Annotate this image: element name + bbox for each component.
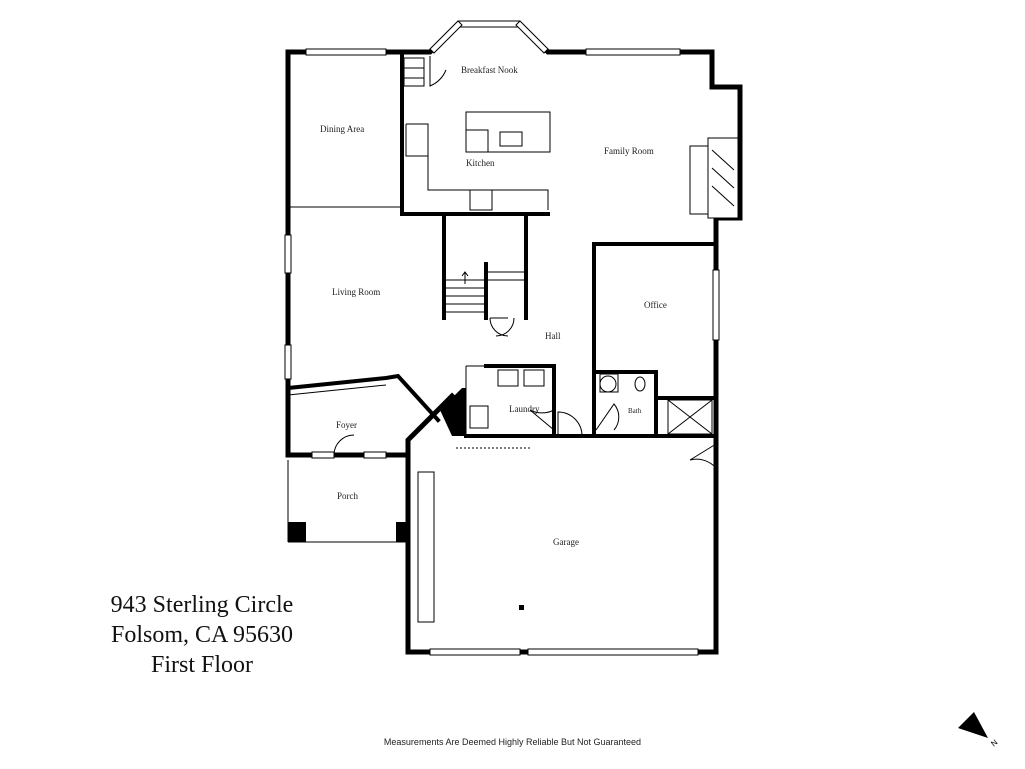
label-foyer: Foyer (336, 420, 357, 430)
bay-windows (429, 20, 549, 54)
structural-column (440, 388, 466, 436)
label-bath: Bath (628, 407, 642, 415)
label-office: Office (644, 300, 667, 310)
label-laundry: Laundry (509, 404, 540, 414)
label-living-room: Living Room (332, 287, 380, 297)
address-street: 943 Sterling Circle (110, 592, 294, 618)
fireplace (689, 137, 739, 219)
garage-dot (519, 605, 524, 610)
label-breakfast-nook: Breakfast Nook (461, 65, 518, 75)
label-hall: Hall (545, 331, 561, 341)
property-address: 943 Sterling Circle Folsom, CA 95630 Fir… (97, 590, 307, 680)
label-porch: Porch (337, 491, 358, 501)
compass-label: N (989, 738, 999, 749)
windows (284, 20, 720, 656)
floor-name: First Floor (150, 652, 254, 678)
address-city: Folsom, CA 95630 (110, 622, 294, 648)
measurement-disclaimer: Measurements Are Deemed Highly Reliable … (383, 737, 642, 747)
porch-post-right (396, 522, 408, 542)
stairs (444, 271, 526, 313)
north-arrow-icon: N (958, 712, 1000, 749)
label-kitchen: Kitchen (466, 158, 495, 168)
thin-lines (287, 206, 530, 623)
doors (333, 56, 717, 469)
kitchen-fixtures (403, 57, 551, 211)
label-family-room: Family Room (604, 146, 654, 156)
label-dining-area: Dining Area (320, 124, 364, 134)
porch-post-left (288, 522, 306, 542)
room-labels: Breakfast Nook Dining Area Kitchen Famil… (320, 65, 667, 547)
label-garage: Garage (553, 537, 579, 547)
interior-walls (285, 53, 718, 438)
laundry-bath-fixtures (469, 369, 713, 435)
